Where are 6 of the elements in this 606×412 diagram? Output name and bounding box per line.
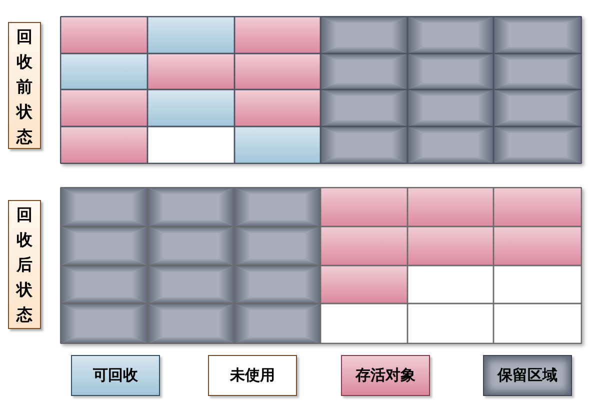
legend-item: 存活对象 bbox=[341, 355, 430, 396]
legend-item: 可回收 bbox=[71, 355, 160, 396]
legend-item: 保留区域 bbox=[483, 355, 572, 396]
label-box: 回收后状态 bbox=[8, 200, 41, 329]
label-box: 回收前状态 bbox=[8, 22, 41, 149]
legend-item: 未使用 bbox=[208, 355, 297, 396]
